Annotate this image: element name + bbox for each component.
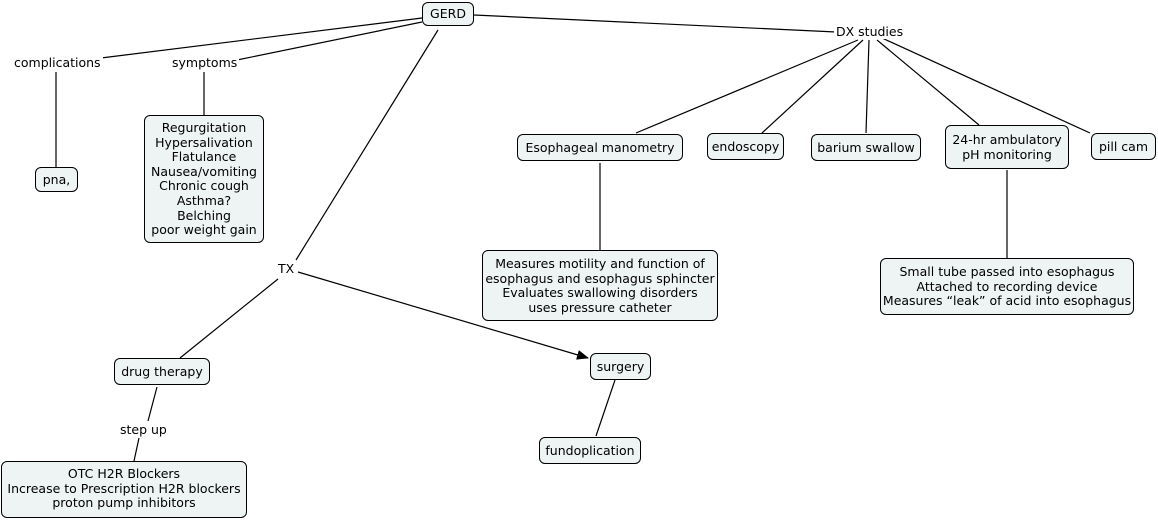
node-manometry-description[interactable]: Measures motility and function of esopha…	[482, 250, 718, 321]
node-gerd[interactable]: GERD	[422, 2, 474, 26]
connector-dx-pillcam	[881, 37, 1091, 134]
connector-stepup-steps	[133, 437, 140, 462]
connector-gerd-dx	[473, 14, 837, 33]
node-pna[interactable]: pna,	[35, 167, 78, 192]
connector-gerd-complications	[100, 17, 423, 59]
node-symptoms-list[interactable]: Regurgitation Hypersalivation Flatulance…	[144, 115, 264, 243]
connector-surgery-fundoplication	[595, 379, 616, 437]
node-fundoplication[interactable]: fundoplication	[539, 437, 641, 464]
label-tx: TX	[276, 261, 297, 276]
label-complications: complications	[12, 55, 103, 70]
node-drug-therapy[interactable]: drug therapy	[114, 358, 210, 385]
node-ph-description[interactable]: Small tube passed into esophagus Attache…	[880, 258, 1134, 315]
label-dx-studies: DX studies	[834, 24, 906, 39]
connector-dx-barium	[865, 39, 870, 134]
connector-dx-manometry	[635, 39, 859, 134]
connector-tx-drug	[179, 278, 279, 359]
node-surgery[interactable]: surgery	[590, 353, 651, 380]
connector-drug-stepup	[147, 386, 158, 422]
connector-dx-endoscopy	[761, 39, 864, 134]
node-endoscopy[interactable]: endoscopy	[707, 133, 784, 160]
node-ph-monitoring[interactable]: 24-hr ambulatory pH monitoring	[945, 125, 1069, 169]
connector-tx-surgery	[297, 271, 589, 360]
connector-gerd-tx	[295, 29, 439, 261]
label-symptoms: symptoms	[170, 55, 240, 70]
node-pill-cam[interactable]: pill cam	[1091, 133, 1156, 160]
node-barium-swallow[interactable]: barium swallow	[811, 134, 921, 161]
node-drug-steps[interactable]: OTC H2R Blockers Increase to Prescriptio…	[1, 461, 247, 518]
label-step-up: step up	[118, 422, 169, 437]
connector-gerd-symptoms	[236, 21, 423, 61]
node-esophageal-manometry[interactable]: Esophageal manometry	[517, 134, 683, 161]
connector-dx-ph	[876, 39, 980, 126]
